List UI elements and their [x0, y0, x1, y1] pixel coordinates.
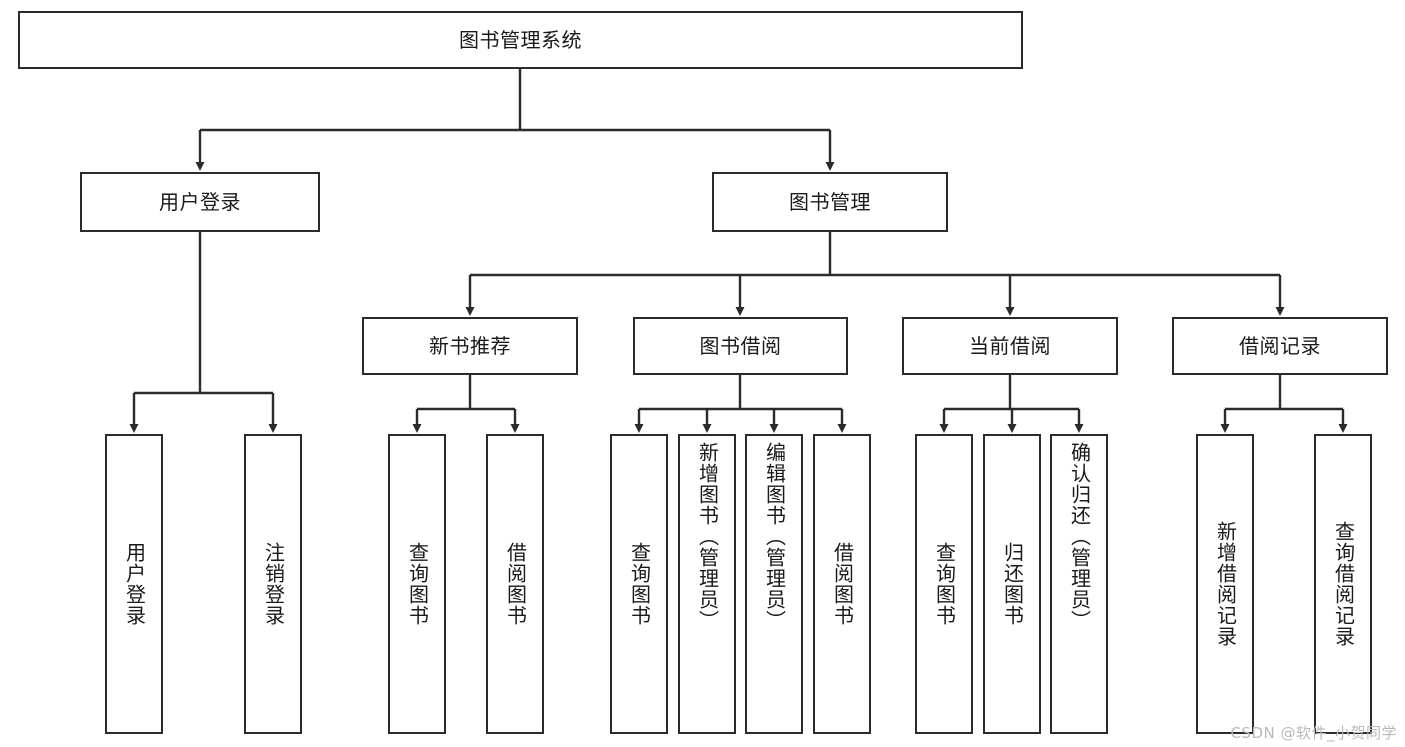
level1-node-label: 用户登录 [159, 189, 241, 214]
leaf-node-label: 查询图书 [627, 542, 652, 626]
root-node-0[interactable]: 图书管理系统 [18, 11, 1023, 69]
level2-node-label: 借阅记录 [1239, 333, 1321, 358]
level1-node-1[interactable]: 图书管理 [712, 172, 948, 232]
leaf-node-11[interactable]: 新增借阅记录 [1196, 434, 1254, 734]
leaf-node-label: 确认归还（管理员） [1067, 442, 1092, 631]
leaf-node-label: 新增借阅记录 [1213, 521, 1238, 647]
level2-node-label: 新书推荐 [429, 333, 511, 358]
leaf-node-10[interactable]: 确认归还（管理员） [1050, 434, 1108, 734]
leaf-node-2[interactable]: 查询图书 [388, 434, 446, 734]
leaf-node-label: 归还图书 [1000, 542, 1025, 626]
leaf-node-label: 借阅图书 [830, 542, 855, 626]
leaf-node-0[interactable]: 用户登录 [105, 434, 163, 734]
leaf-node-label: 借阅图书 [503, 542, 528, 626]
level2-node-2[interactable]: 当前借阅 [902, 317, 1118, 375]
leaf-node-7[interactable]: 借阅图书 [813, 434, 871, 734]
root-node-label: 图书管理系统 [459, 27, 582, 52]
leaf-node-5[interactable]: 新增图书（管理员） [678, 434, 736, 734]
watermark-label: CSDN @软件_小贺同学 [1230, 724, 1397, 742]
leaf-node-4[interactable]: 查询图书 [610, 434, 668, 734]
level1-node-label: 图书管理 [789, 189, 871, 214]
leaf-node-1[interactable]: 注销登录 [244, 434, 302, 734]
level2-node-1[interactable]: 图书借阅 [633, 317, 848, 375]
leaf-node-label: 注销登录 [261, 542, 286, 626]
level2-node-3[interactable]: 借阅记录 [1172, 317, 1388, 375]
leaf-node-label: 查询借阅记录 [1331, 521, 1356, 647]
level2-node-label: 当前借阅 [969, 333, 1051, 358]
leaf-node-12[interactable]: 查询借阅记录 [1314, 434, 1372, 734]
leaf-node-9[interactable]: 归还图书 [983, 434, 1041, 734]
leaf-node-3[interactable]: 借阅图书 [486, 434, 544, 734]
leaf-node-label: 用户登录 [122, 542, 147, 626]
leaf-node-label: 查询图书 [405, 542, 430, 626]
level2-node-0[interactable]: 新书推荐 [362, 317, 578, 375]
level1-node-0[interactable]: 用户登录 [80, 172, 320, 232]
leaf-node-6[interactable]: 编辑图书（管理员） [745, 434, 803, 734]
leaf-node-label: 新增图书（管理员） [695, 442, 720, 631]
level2-node-label: 图书借阅 [699, 333, 782, 358]
leaf-node-label: 编辑图书（管理员） [762, 442, 787, 631]
leaf-node-8[interactable]: 查询图书 [915, 434, 973, 734]
leaf-node-label: 查询图书 [932, 542, 957, 626]
